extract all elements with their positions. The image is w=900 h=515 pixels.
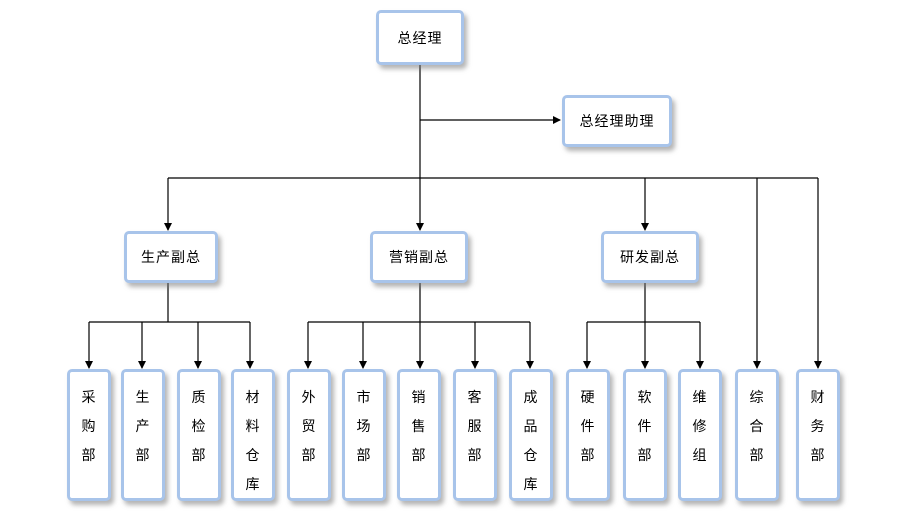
vp-rnd-label: 研发副总 (620, 250, 680, 266)
dept-box-dept-customer-service: 客服部 (453, 369, 497, 501)
dept-label-dept-market: 市场部 (356, 390, 372, 464)
dept-box-dept-production: 生产部 (121, 369, 165, 501)
vp-production-label: 生产副总 (141, 250, 201, 266)
dept-box-dept-maintenance: 维修组 (678, 369, 722, 501)
dept-label-dept-foreign-trade: 外贸部 (301, 390, 317, 464)
dept-box-dept-foreign-trade: 外贸部 (287, 369, 331, 501)
dept-label-dept-finished-goods-warehouse: 成品仓库 (523, 390, 539, 493)
dept-label-dept-general-affairs: 综合部 (749, 390, 765, 464)
dept-label-dept-sales: 销售部 (411, 390, 427, 464)
dept-label-dept-maintenance: 维修组 (692, 390, 708, 464)
dept-label-dept-purchasing: 采购部 (81, 390, 97, 464)
dept-label-dept-customer-service: 客服部 (467, 390, 483, 464)
vp-marketing-box: 营销副总 (370, 231, 468, 283)
assistant-label: 总经理助理 (579, 114, 655, 130)
ceo-box: 总经理 (376, 10, 464, 65)
ceo-label: 总经理 (397, 30, 443, 47)
dept-box-dept-general-affairs: 综合部 (735, 369, 779, 501)
dept-label-dept-software: 软件部 (637, 390, 653, 464)
vp-marketing-label: 营销副总 (389, 250, 449, 266)
vp-rnd-box: 研发副总 (601, 231, 699, 283)
dept-box-dept-hardware: 硬件部 (566, 369, 610, 501)
dept-box-dept-quality: 质检部 (177, 369, 221, 501)
dept-label-dept-hardware: 硬件部 (580, 390, 596, 464)
vp-production-box: 生产副总 (124, 231, 218, 283)
dept-box-dept-finished-goods-warehouse: 成品仓库 (509, 369, 553, 501)
dept-label-dept-material-warehouse: 材料仓库 (245, 390, 261, 493)
dept-label-dept-finance: 财务部 (810, 390, 826, 464)
dept-box-dept-software: 软件部 (623, 369, 667, 501)
dept-label-dept-quality: 质检部 (191, 390, 207, 464)
dept-box-dept-market: 市场部 (342, 369, 386, 501)
dept-box-dept-material-warehouse: 材料仓库 (231, 369, 275, 501)
dept-label-dept-production: 生产部 (135, 390, 151, 464)
dept-box-dept-purchasing: 采购部 (67, 369, 111, 501)
dept-box-dept-sales: 销售部 (397, 369, 441, 501)
dept-box-dept-finance: 财务部 (796, 369, 840, 501)
assistant-box: 总经理助理 (562, 95, 672, 147)
